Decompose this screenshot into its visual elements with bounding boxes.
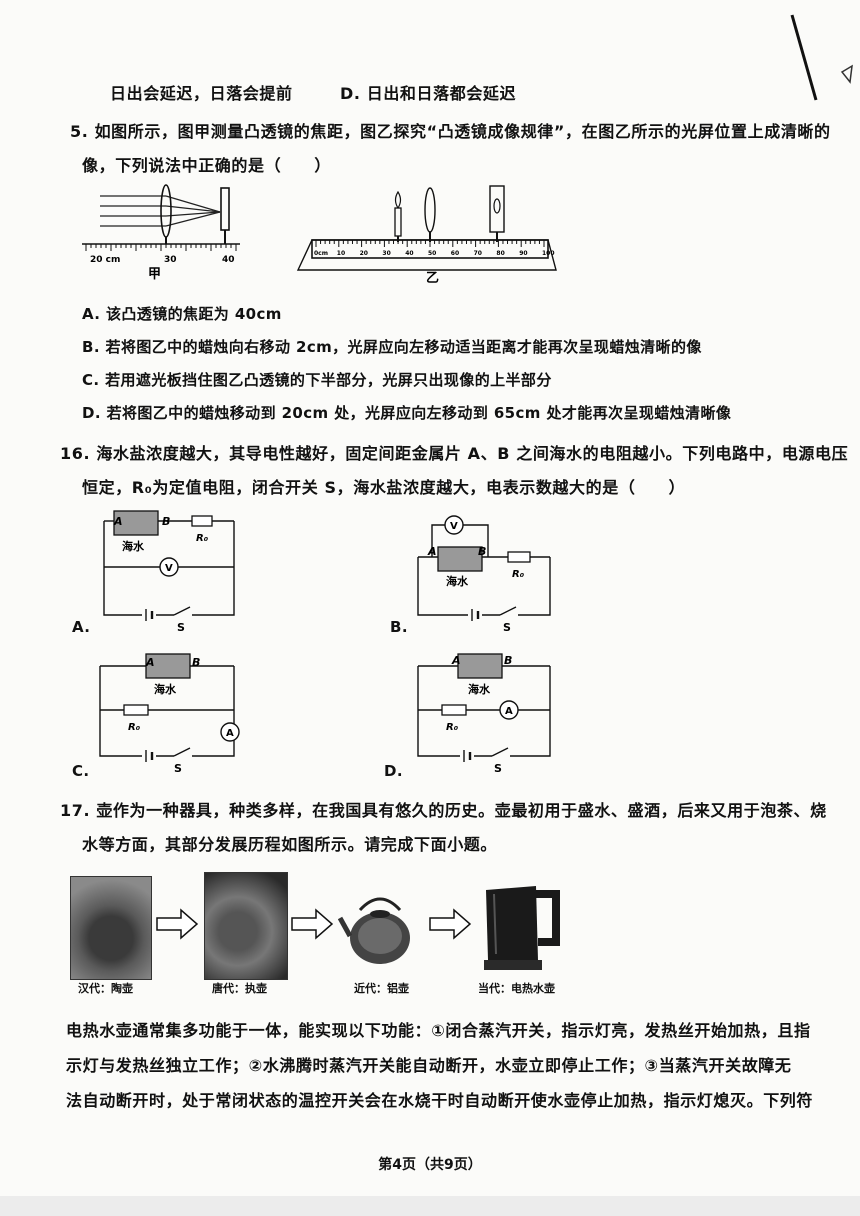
label-a: A (145, 656, 155, 669)
figure-label: 甲 (148, 267, 161, 282)
bench-tick-label: 60 (451, 250, 459, 257)
q15-option-b: B. 若将图乙中的蜡烛向右移动 2cm，光屏应向左移动适当距离才能再次呈现蜡烛清… (82, 338, 702, 356)
circuit-b: V A B 海水 R₀ S (417, 515, 551, 634)
caption-tang: 唐代：执壶 (212, 982, 267, 995)
q16-option-b: B. (390, 618, 408, 636)
pottery-pot-image (70, 876, 152, 980)
arrow-icon (291, 908, 334, 940)
tick-label: 20 cm (90, 255, 120, 265)
q15-option-d: D. 若将图乙中的蜡烛移动到 20cm 处，光屏应向左移动到 65cm 处才能再… (82, 404, 732, 422)
bottom-strip (0, 1196, 860, 1216)
label-seawater: 海水 (154, 682, 177, 696)
label-a: A (113, 515, 123, 528)
label-seawater: 海水 (446, 574, 469, 588)
ammeter-label: A (505, 706, 513, 717)
label-s: S (177, 621, 185, 634)
label-seawater: 海水 (468, 682, 491, 696)
bench-tick-label: 0cm (314, 250, 328, 257)
lens-yi (424, 187, 436, 242)
tick-label: 40 (222, 255, 235, 265)
bench-tick-label: 20 (360, 250, 368, 257)
electric-kettle-image (484, 886, 560, 970)
voltmeter-label: V (165, 563, 173, 574)
label-r0: R₀ (512, 569, 525, 580)
circuit-a: V A B 海水 R₀ S (103, 510, 235, 634)
q16-stem-line1: 16. 海水盐浓度越大，其导电性越好，固定间距金属片 A、B 之间海水的电阻越小… (60, 444, 849, 463)
q16-option-a: A. (72, 618, 91, 636)
q17-para-line2: 示灯与发热丝独立工作；②水沸腾时蒸汽开关能自动断开，水壶立即停止工作；③当蒸汽开… (66, 1056, 792, 1075)
label-s: S (503, 621, 511, 634)
label-r0: R₀ (446, 722, 459, 733)
figure-yi-optical-bench: 0cm 10 20 30 40 50 60 70 80 90 100 乙 (296, 185, 557, 285)
caption-han: 汉代：陶壶 (78, 982, 133, 995)
bench-tick-label: 10 (337, 250, 345, 257)
label-b: B (478, 545, 486, 558)
bench-tick-label: 50 (428, 250, 436, 257)
label-s: S (174, 762, 182, 775)
page-footer: 第4页（共9页） (378, 1157, 482, 1173)
arrow-icon (429, 908, 472, 940)
q16-stem-line2: 恒定，R₀为定值电阻，闭合开关 S，海水盐浓度越大，电表示数越大的是（ ） (82, 478, 686, 497)
q17-stem-line2: 水等方面，其部分发展历程如图所示。请完成下面小题。 (82, 835, 498, 854)
circuit-d: A A B 海水 R₀ S (417, 653, 551, 775)
q16-option-c: C. (72, 762, 90, 780)
arrow-icon (156, 908, 199, 940)
q15-option-c: C. 若用遮光板挡住图乙凸透镜的下半部分，光屏只出现像的上半部分 (82, 371, 552, 389)
figure-jia-focal-length: 20 cm 30 40 甲 (82, 184, 240, 282)
light-screen (489, 185, 505, 242)
label-b: B (162, 515, 170, 528)
convex-lens (160, 184, 172, 238)
caption-contemporary: 当代：电热水壶 (478, 982, 555, 995)
bench-tick-label: 80 (496, 250, 504, 257)
ewer-image (204, 872, 288, 980)
screen (220, 187, 230, 231)
label-b: B (504, 654, 512, 667)
figure-label: 乙 (426, 271, 439, 285)
bench-tick-label: 30 (382, 250, 390, 257)
label-a: A (427, 545, 437, 558)
bench-tick-label: 40 (405, 250, 413, 257)
q15-option-a: A. 该凸透镜的焦距为 40cm (82, 305, 282, 323)
label-r0: R₀ (196, 533, 209, 544)
bench-tick-label: 90 (519, 250, 527, 257)
pen-mark (790, 14, 853, 101)
aluminum-kettle-image (338, 897, 410, 964)
label-r0: R₀ (128, 722, 141, 733)
q17-para-line3: 法自动断开时，处于常闭状态的温控开关会在水烧干时自动断开使水壶停止加热，指示灯熄… (66, 1091, 814, 1110)
light-rays (100, 195, 221, 227)
ammeter-label: A (226, 728, 234, 739)
label-s: S (494, 762, 502, 775)
candle (394, 190, 402, 242)
bench-tick-label: 70 (474, 250, 482, 257)
q16-option-d: D. (384, 762, 403, 780)
option-c-continuation: 日出会延迟，日落会提前 (110, 84, 293, 103)
q17-stem-line1: 17. 壶作为一种器具，种类多样，在我国具有悠久的历史。壶最初用于盛水、盛酒，后… (60, 801, 827, 820)
q15-stem-line1: 5. 如图所示，图甲测量凸透镜的焦距，图乙探究“凸透镜成像规律”，在图乙所示的光… (70, 122, 831, 141)
label-a: A (451, 654, 461, 667)
tick-label: 30 (164, 255, 177, 265)
label-seawater: 海水 (122, 539, 145, 553)
q15-stem-line2: 像，下列说法中正确的是（ ） (82, 156, 332, 175)
circuit-c: A A B 海水 R₀ S (99, 653, 240, 775)
label-b: B (192, 656, 200, 669)
caption-modern: 近代：铝壶 (354, 982, 409, 995)
voltmeter-label: V (450, 521, 458, 532)
bench-tick-label: 100 (542, 250, 555, 257)
option-d-previous: D. 日出和日落都会延迟 (340, 84, 517, 103)
q17-para-line1: 电热水壶通常集多功能于一体，能实现以下功能：①闭合蒸汽开关，指示灯亮，发热丝开始… (66, 1021, 811, 1040)
